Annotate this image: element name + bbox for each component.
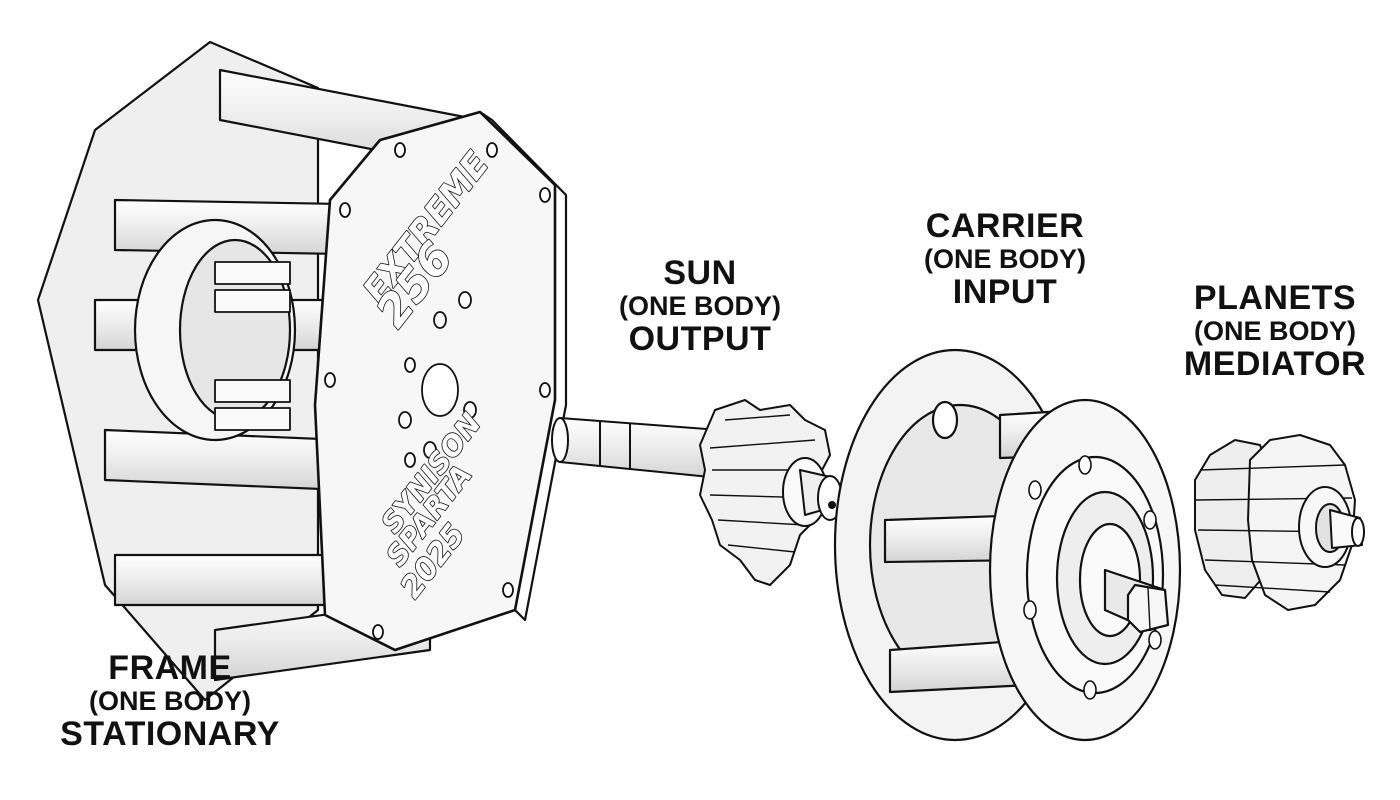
label-carrier-sub: (ONE BODY): [924, 243, 1086, 274]
label-sun-role: OUTPUT: [628, 319, 772, 358]
label-sun-name: SUN: [663, 254, 737, 292]
carrier-part: [833, 348, 1182, 742]
label-frame-name: FRAME: [108, 649, 232, 687]
label-frame-role: STATIONARY: [60, 714, 280, 753]
label-planets: PLANETS (ONE BODY) MEDIATOR: [1160, 280, 1390, 383]
sun-shaft: [559, 417, 721, 479]
frame-center-bore: [421, 363, 459, 417]
label-carrier: CARRIER (ONE BODY) INPUT: [885, 208, 1125, 311]
label-frame: FRAME (ONE BODY) STATIONARY: [40, 650, 300, 753]
sun-part: [551, 399, 843, 586]
label-carrier-role: INPUT: [952, 272, 1058, 311]
label-planets-sub: (ONE BODY): [1194, 315, 1356, 346]
label-planets-name: PLANETS: [1193, 279, 1357, 317]
frame-inner-gear: [214, 261, 291, 431]
carrier-bolt-holes: [1023, 455, 1162, 700]
label-planets-role: MEDIATOR: [1183, 344, 1367, 383]
frame-bolt-holes: [324, 142, 551, 640]
frame-part: EXTREME 256 SYNISON SPARTA 2025: [36, 40, 568, 702]
planets-part: [1194, 434, 1365, 611]
label-sun: SUN (ONE BODY) OUTPUT: [585, 255, 815, 358]
label-carrier-name: CARRIER: [925, 207, 1085, 245]
label-sun-sub: (ONE BODY): [619, 290, 781, 321]
sun-gear: [699, 399, 843, 586]
label-frame-sub: (ONE BODY): [89, 685, 251, 716]
